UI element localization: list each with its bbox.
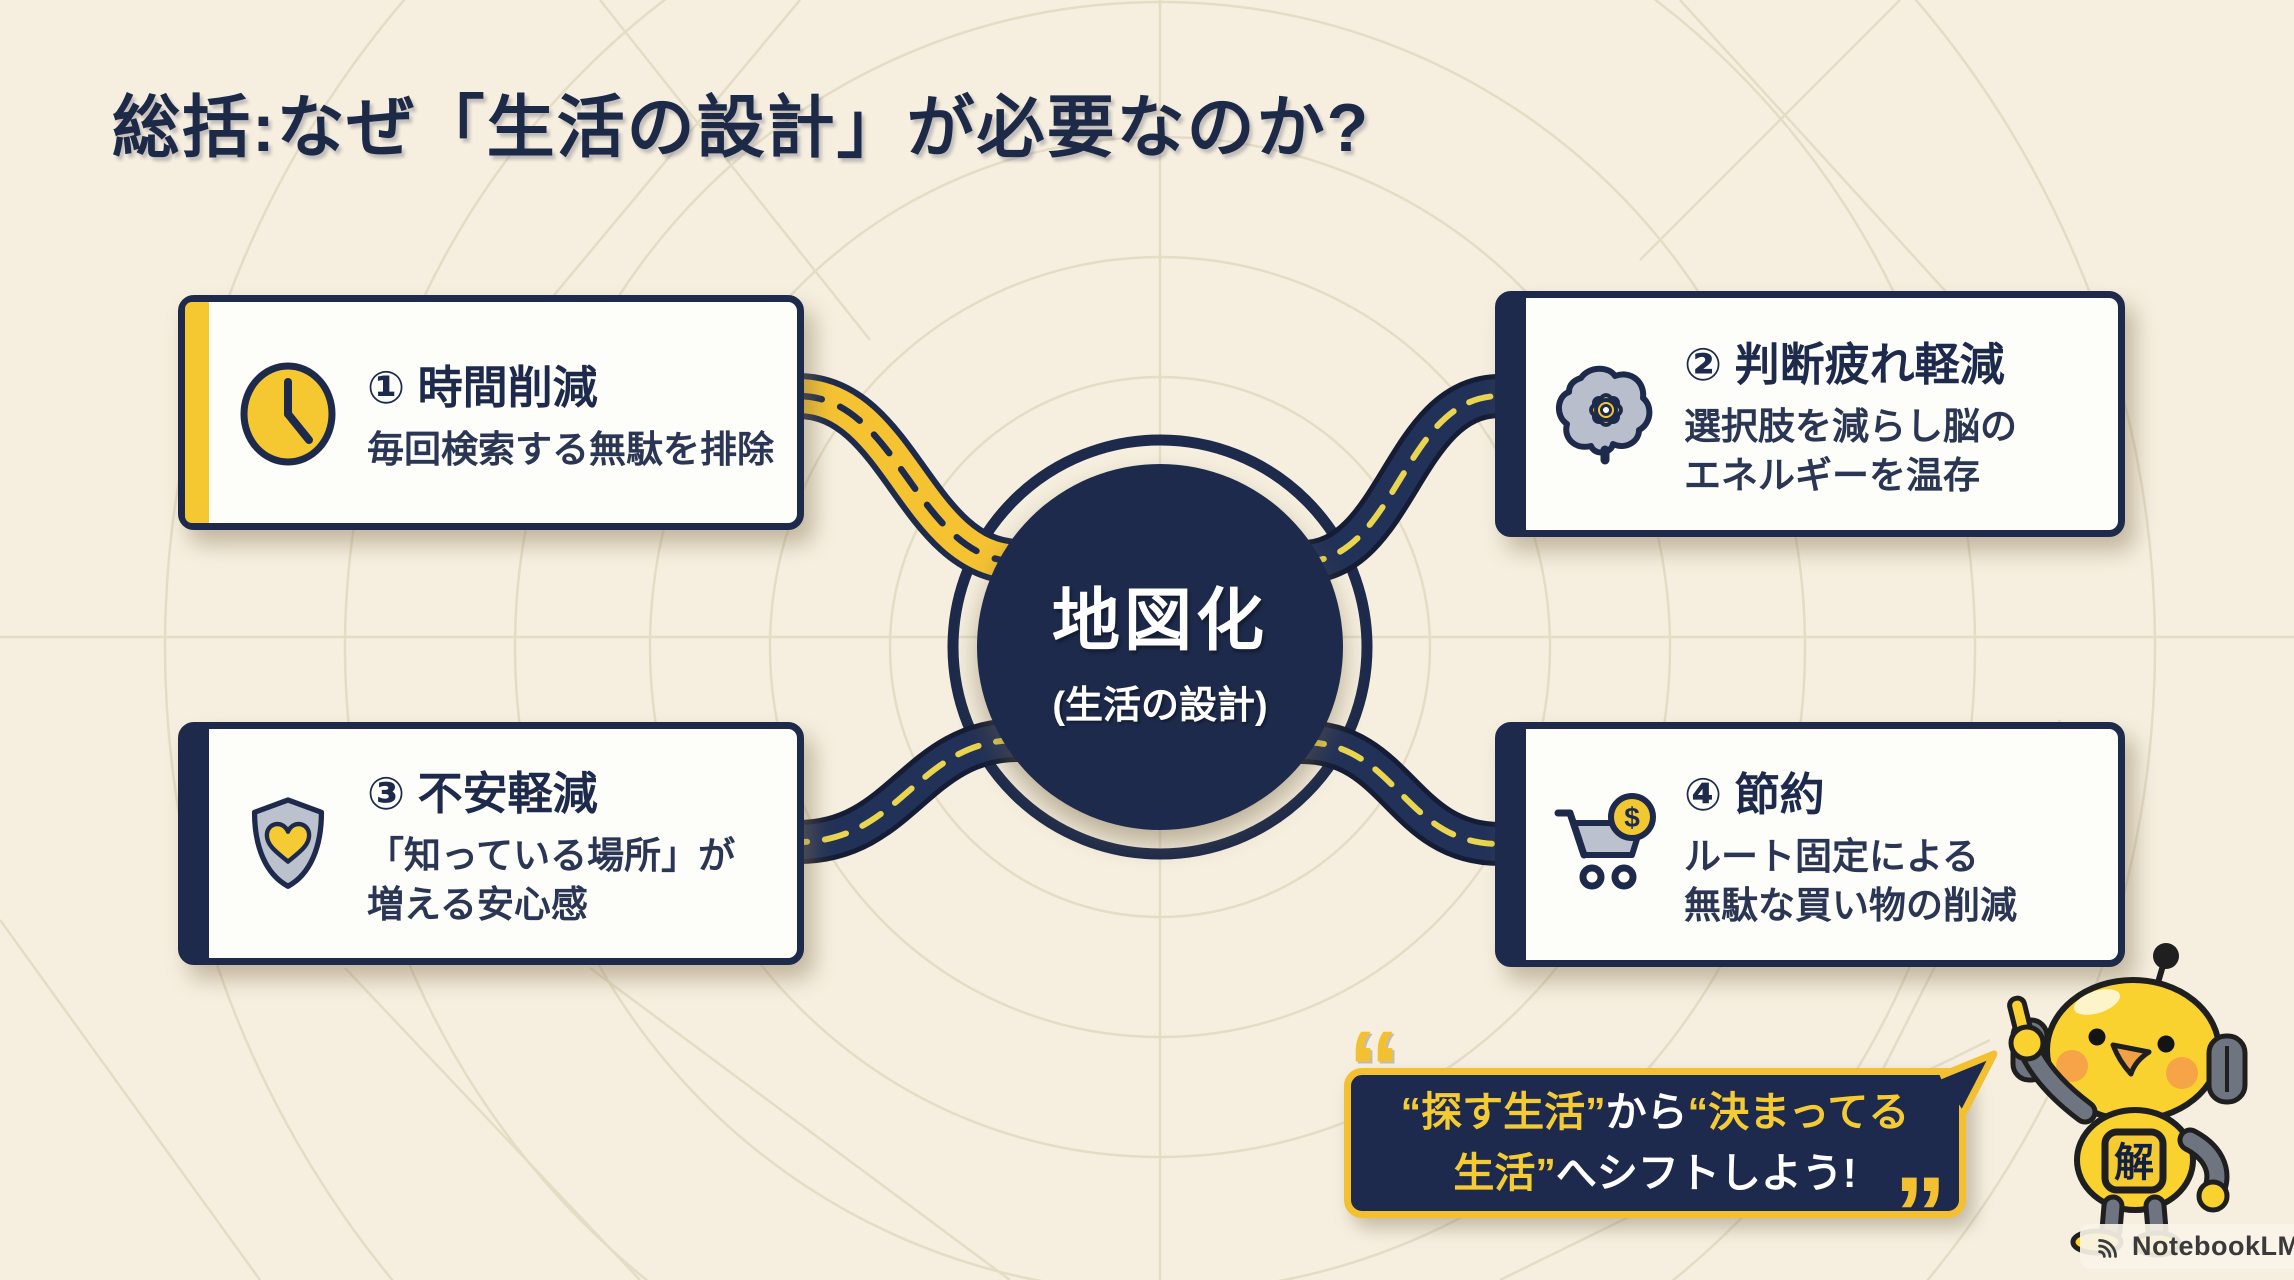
mascot-eye: [2088, 1028, 2106, 1046]
bubble-text-line: 生活”へシフトしよう!: [1453, 1143, 1856, 1205]
card-description-line: 選択肢を減らし脳の: [1684, 405, 2017, 447]
mascot-eye: [2157, 1035, 2175, 1053]
clock-icon: [229, 358, 347, 468]
page-title: 総括:なぜ「生活の設計」が必要なのか?: [112, 90, 1371, 166]
benefit-card-anxiety-reduction: ③ 不安軽減 「知っている場所」が 増える安心感: [178, 722, 804, 965]
antenna-ball: [2153, 943, 2179, 969]
card-description-line: 「知っている場所」が: [367, 835, 736, 877]
open-quote-mark: “: [1348, 1010, 1401, 1127]
shield-heart-icon: [229, 789, 347, 899]
mascot-cheek: [2056, 1050, 2088, 1082]
hub-outer-ring: [947, 434, 1373, 860]
road-bottom-right: [1280, 720, 1522, 866]
card-description-line: エネルギーを温存: [1684, 454, 1980, 496]
benefit-card-decision-fatigue: ② 判断疲れ軽減 選択肢を減らし脳の エネルギーを温存: [1495, 291, 2125, 537]
card-accent-bar: [1502, 298, 1526, 530]
callout-speech-bubble: “探す生活”から“決まってる 生活”へシフトしよう!: [1344, 1068, 1966, 1218]
card-title: ② 判断疲れ軽減: [1684, 338, 2005, 390]
benefit-card-time-saving: ① 時間削減 毎回検索する無駄を排除: [178, 295, 804, 530]
card-accent-bar: [1502, 729, 1526, 960]
card-description-line: 増える安心感: [367, 884, 588, 925]
mascot-beak: [2110, 1042, 2152, 1077]
central-hub: 地図化 (生活の設計): [977, 464, 1343, 830]
mascot-badge: [2101, 1128, 2167, 1194]
cart-coin-icon: $: [1546, 791, 1664, 899]
mascot-cheek: [2166, 1057, 2198, 1089]
benefit-card-savings: $ ④ 節約 ルート固定による 無駄な買い物の削減: [1495, 722, 2125, 967]
notebooklm-logo-icon: [2098, 1238, 2117, 1258]
card-title: ① 時間削減: [367, 361, 598, 413]
road-top-left: [775, 373, 1041, 585]
road-bottom-left: [776, 718, 1040, 864]
bubble-tail: [1938, 1050, 1998, 1114]
hub-sublabel: (生活の設計): [1052, 685, 1268, 727]
bubble-text-segment: 生活”: [1453, 1150, 1556, 1196]
watermark-label: NotebookLM: [2132, 1231, 2294, 1261]
hub-label: 地図化: [1051, 583, 1268, 659]
bubble-text-segment: “探す生活”: [1400, 1088, 1606, 1135]
card-description-line: 毎回検索する無駄を排除: [367, 428, 774, 470]
notebooklm-watermark: NotebookLM: [2080, 1224, 2294, 1269]
close-quote-mark: ”: [1894, 1156, 1947, 1273]
card-title: ③ 不安軽減: [367, 768, 598, 820]
road-top-right: [1280, 374, 1522, 584]
card-accent-bar: [185, 729, 209, 958]
mascot-badge-kanji: 解: [2114, 1141, 2154, 1185]
card-title: ④ 節約: [1684, 769, 1825, 821]
card-accent-bar: [185, 302, 209, 523]
bubble-text-segment: “決まってる: [1687, 1088, 1910, 1135]
bubble-text-segment: から: [1605, 1088, 1688, 1135]
coin-dollar-symbol: $: [1624, 802, 1640, 833]
bubble-text-line: “探す生活”から“決まってる: [1401, 1082, 1910, 1144]
mascot-hand: [2008, 1024, 2046, 1062]
brain-gear-icon: [1546, 362, 1664, 466]
bubble-text-segment: へシフトしよう!: [1555, 1150, 1857, 1196]
card-description-line: 無駄な買い物の削減: [1684, 885, 2017, 926]
card-description-line: ルート固定による: [1684, 836, 1979, 878]
